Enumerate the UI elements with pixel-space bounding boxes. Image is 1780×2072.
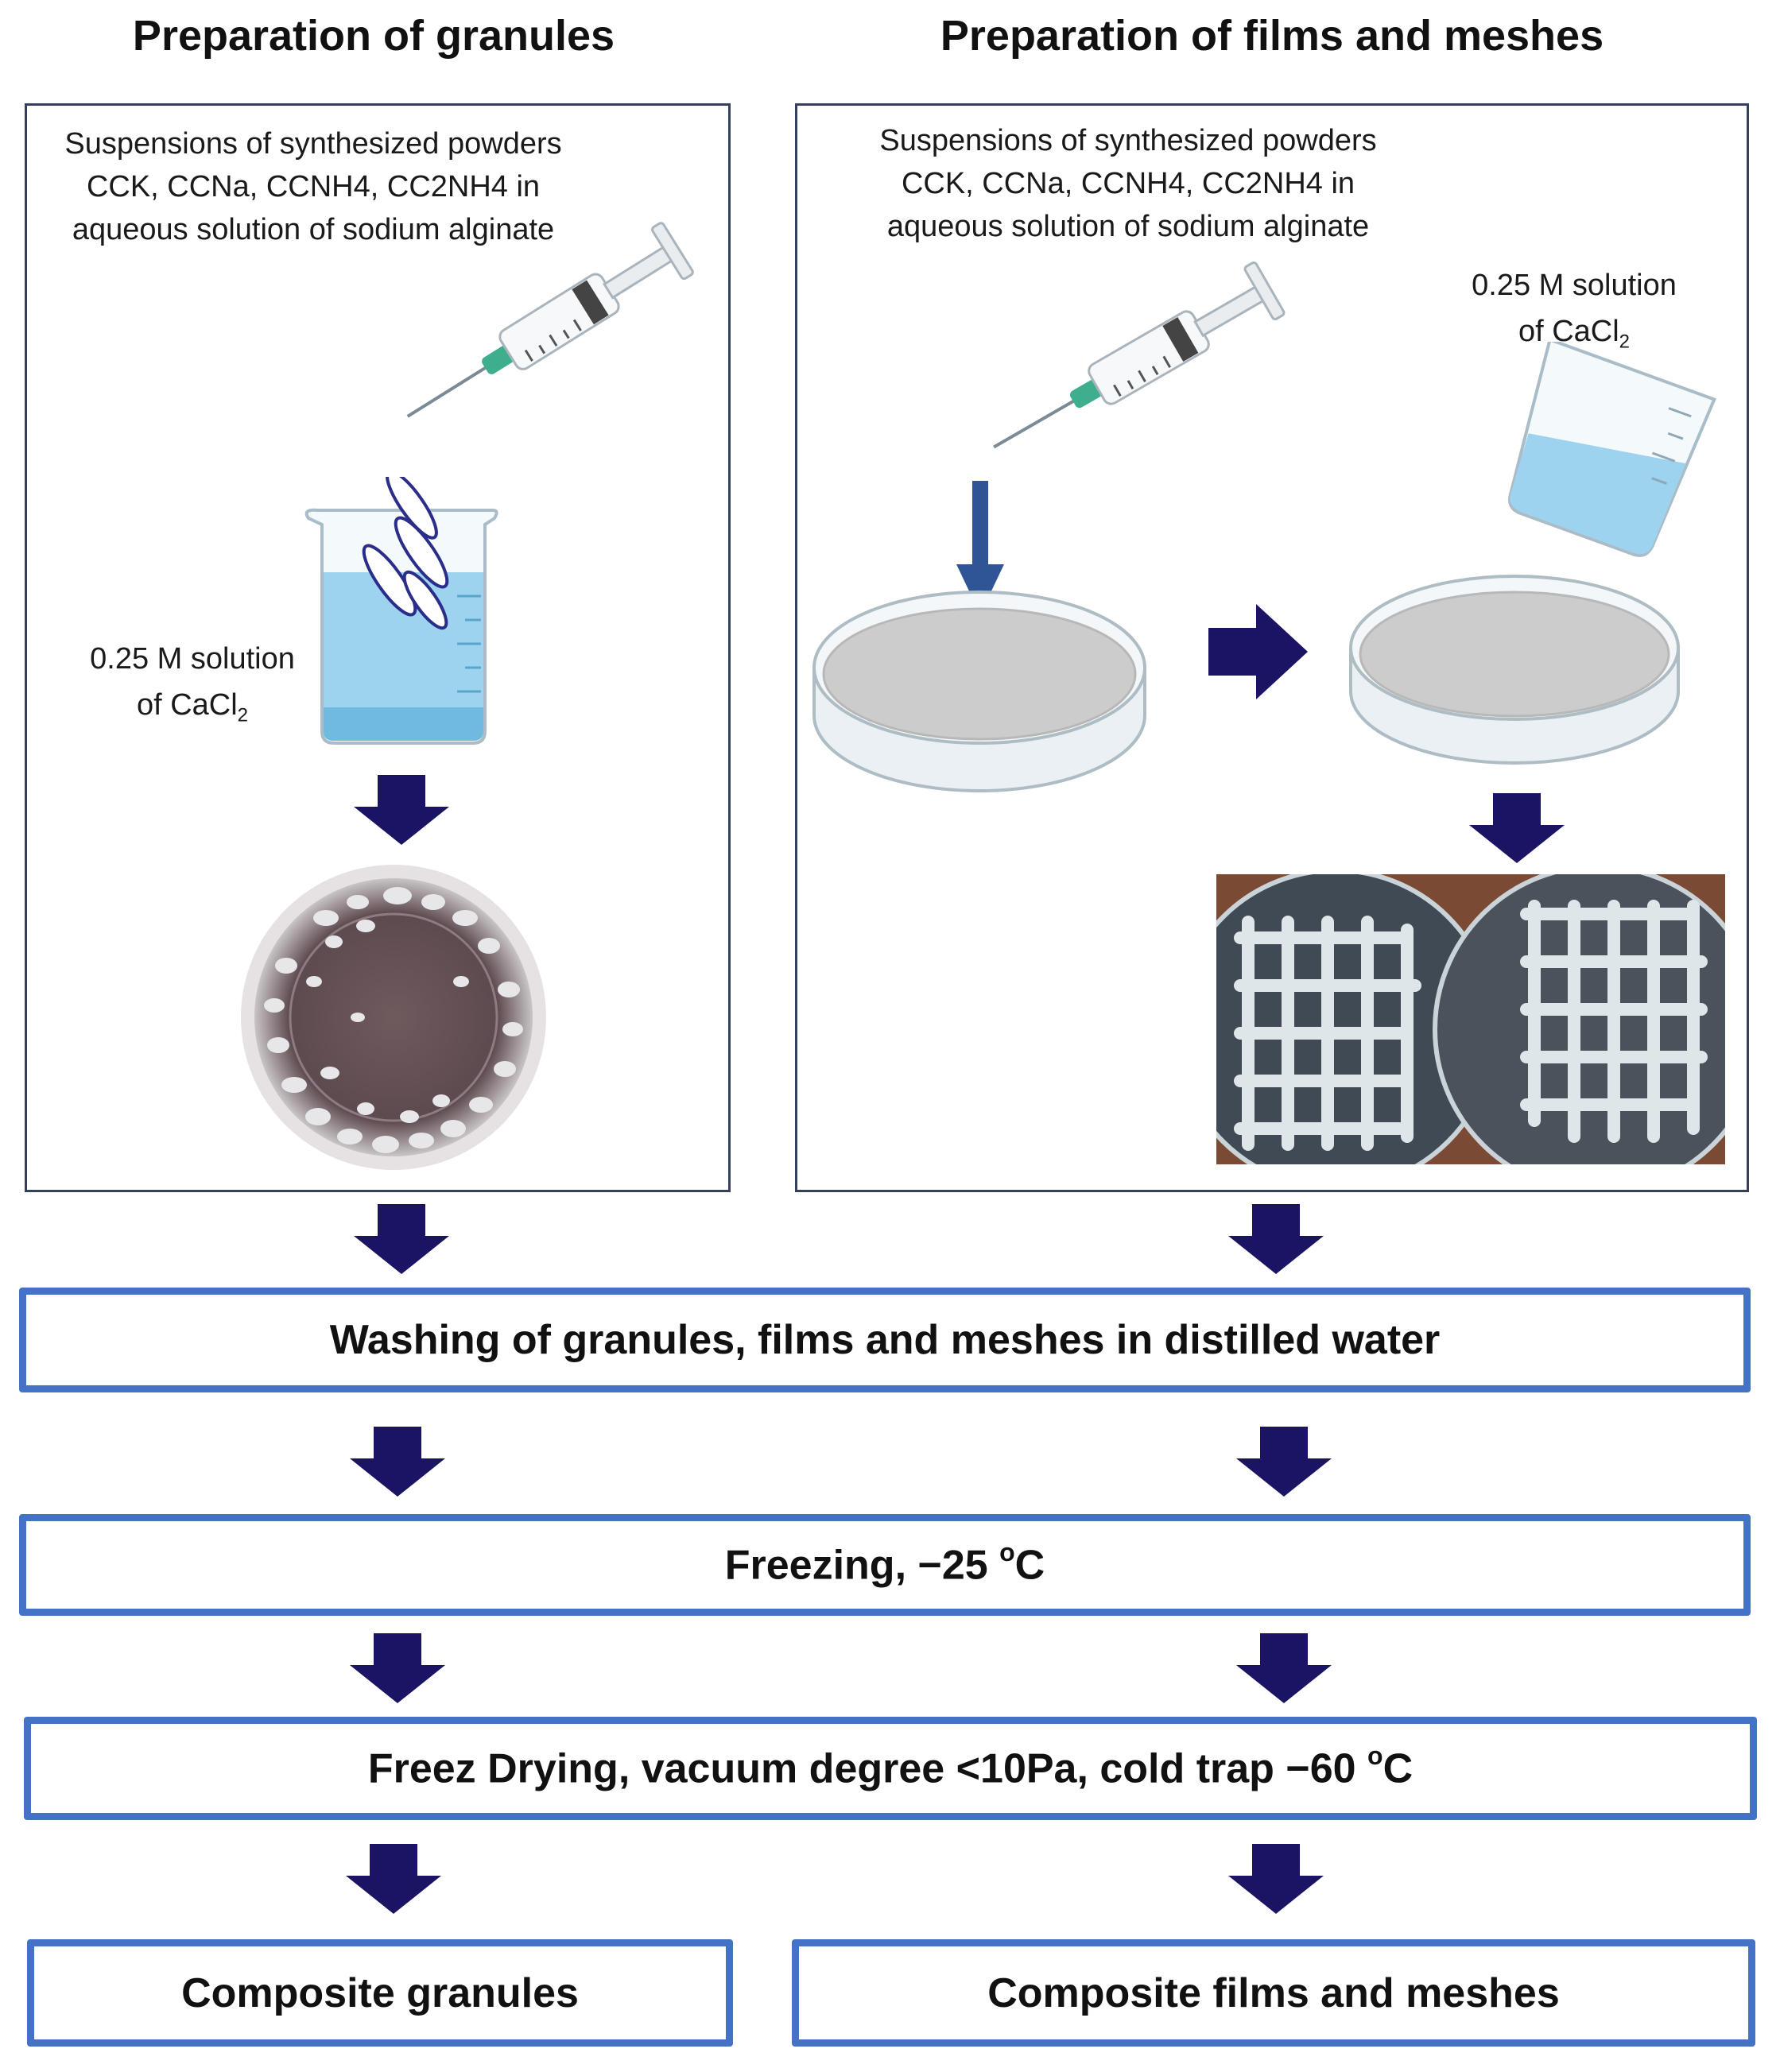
- right-suspension-note: Suspensions of synthesized powders CCK, …: [846, 119, 1410, 248]
- right-suspension-line-1: Suspensions of synthesized powders: [879, 124, 1377, 157]
- beaker-icon: [1508, 342, 1716, 557]
- left-solution-subscript: 2: [237, 704, 249, 726]
- left-solution-line-1: 0.25 M solution: [90, 642, 295, 676]
- freeze-drying-degree: o: [1367, 1741, 1383, 1770]
- syringe-icon: [993, 261, 1286, 449]
- right-solution-subscript: 2: [1619, 331, 1631, 353]
- left-solution-line-2: of CaCl2: [65, 682, 320, 739]
- left-suspension-line-2: CCK, CCNa, CCNH4, CC2NH4 in: [86, 170, 541, 203]
- arrow-down-icon: [354, 1204, 449, 1274]
- left-solution-label: 0.25 M solution of CaCl2: [65, 636, 320, 739]
- left-suspension-note: Suspensions of synthesized powders CCK, …: [35, 122, 591, 251]
- arrow-down-icon: [1228, 1204, 1324, 1274]
- result-films-meshes: Composite films and meshes: [792, 1939, 1755, 2047]
- heading-granules: Preparation of granules: [132, 12, 615, 60]
- right-suspension-line-2: CCK, CCNa, CCNH4, CC2NH4 in: [901, 167, 1355, 200]
- freeze-drying-text: Freez Drying, vacuum degree <10Pa, cold …: [367, 1745, 1368, 1792]
- freeze-drying-step-label: Freez Drying, vacuum degree <10Pa, cold …: [367, 1741, 1414, 1792]
- arrow-down-icon: [1469, 793, 1565, 863]
- freezing-text: Freezing, −25: [724, 1542, 1000, 1589]
- result-films-meshes-label: Composite films and meshes: [987, 1969, 1560, 2016]
- arrow-right-icon: [1208, 604, 1308, 699]
- result-granules-label: Composite granules: [181, 1969, 579, 2016]
- freezing-unit: C: [1014, 1542, 1045, 1589]
- arrow-down-icon: [1228, 1844, 1324, 1914]
- arrow-down-icon: [350, 1427, 445, 1497]
- right-solution-label: 0.25 M solution of CaCl2: [1447, 262, 1701, 366]
- right-solution-cacl: of CaCl: [1518, 315, 1619, 348]
- left-solution-cacl: of CaCl: [136, 688, 238, 722]
- syringe-icon: [406, 222, 694, 418]
- washing-step-label: Washing of granules, films and meshes in…: [329, 1317, 1441, 1363]
- petri-dish-icon: [812, 591, 1146, 792]
- result-granules: Composite granules: [27, 1939, 733, 2047]
- arrow-down-icon: [1236, 1427, 1332, 1497]
- washing-step: Washing of granules, films and meshes in…: [19, 1288, 1751, 1392]
- freezing-degree: o: [999, 1537, 1015, 1567]
- arrow-down-icon: [956, 481, 1004, 614]
- arrow-down-icon: [354, 775, 449, 845]
- meshes-photo: [1216, 874, 1725, 1164]
- freezing-step: Freezing, −25 oC: [19, 1514, 1751, 1616]
- freezing-step-label: Freezing, −25 oC: [724, 1537, 1045, 1589]
- arrow-down-icon: [350, 1633, 445, 1703]
- heading-films-meshes: Preparation of films and meshes: [940, 12, 1604, 60]
- beaker-icon: [304, 477, 498, 745]
- petri-dish-icon: [1349, 575, 1680, 765]
- freeze-drying-step: Freez Drying, vacuum degree <10Pa, cold …: [24, 1717, 1757, 1820]
- right-suspension-line-3: aqueous solution of sodium alginate: [886, 210, 1370, 243]
- left-suspension-line-3: aqueous solution of sodium alginate: [72, 213, 555, 246]
- right-solution-line-1: 0.25 M solution: [1472, 269, 1677, 302]
- freeze-drying-unit: C: [1383, 1745, 1414, 1792]
- arrow-down-icon: [346, 1844, 441, 1914]
- right-solution-line-2: of CaCl2: [1447, 308, 1701, 366]
- left-suspension-line-1: Suspensions of synthesized powders: [64, 127, 562, 161]
- arrow-down-icon: [1236, 1633, 1332, 1703]
- granules-photo: [241, 865, 546, 1170]
